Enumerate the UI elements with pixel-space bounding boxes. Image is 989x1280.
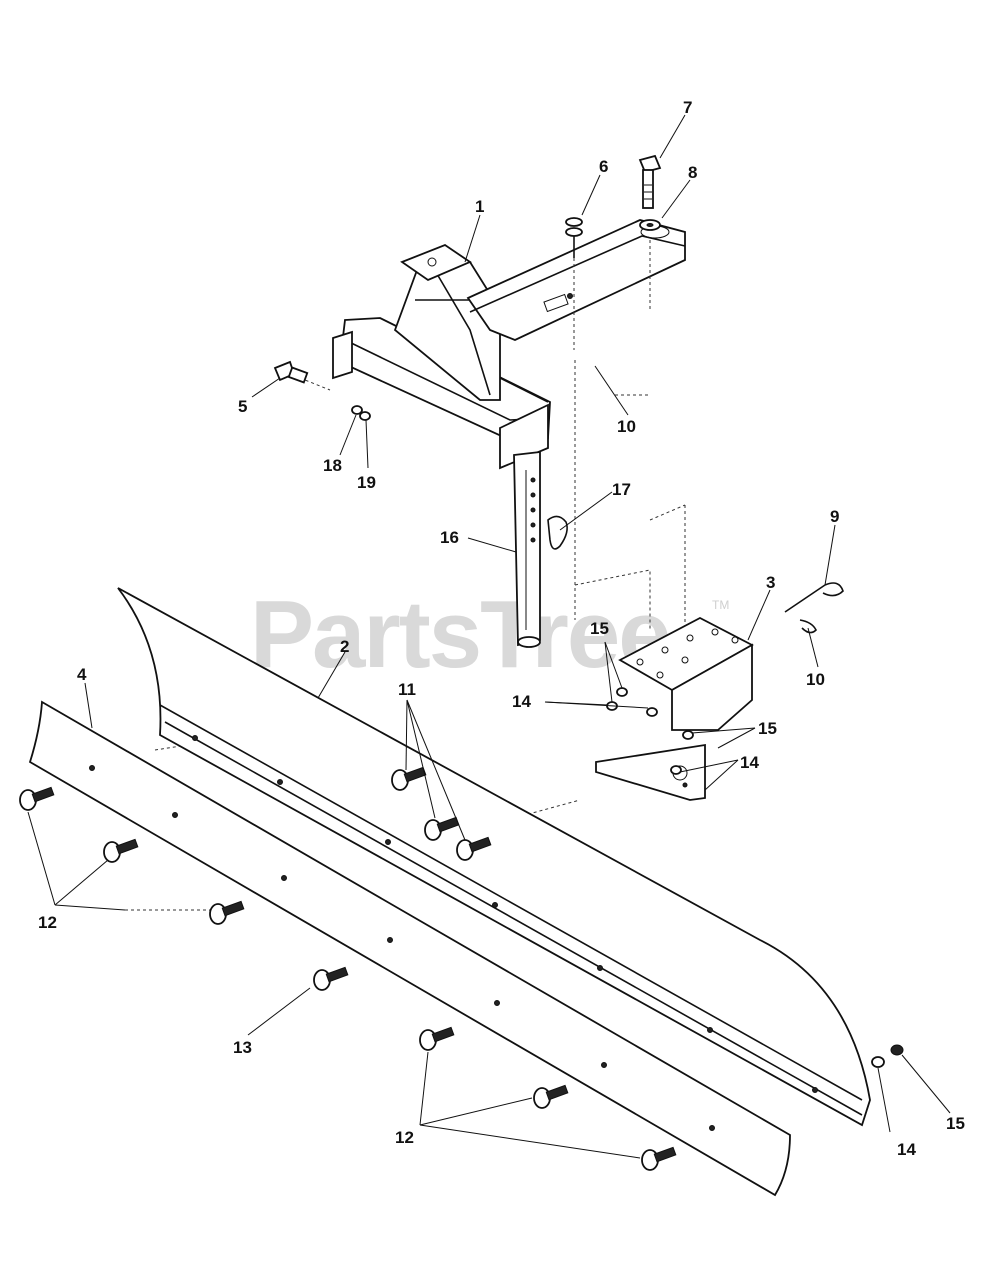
callout-14-left: 14 — [512, 692, 531, 711]
callout-14-bottom: 14 — [897, 1140, 916, 1159]
adjust-bar — [513, 450, 568, 648]
callout-7: 7 — [683, 98, 692, 117]
cutting-edge — [28, 700, 791, 1197]
callout-10-upper: 10 — [617, 417, 636, 436]
callout-2: 2 — [340, 637, 349, 656]
callout-15-right: 15 — [758, 719, 777, 738]
callout-11: 11 — [398, 680, 416, 699]
callout-19: 19 — [357, 473, 376, 492]
callout-12-bottom: 12 — [395, 1128, 414, 1147]
callout-6: 6 — [599, 157, 608, 176]
callout-12-left: 12 — [38, 913, 57, 932]
callout-17: 17 — [612, 480, 631, 499]
callout-4: 4 — [77, 665, 87, 684]
trademark-mark: TM — [712, 598, 730, 612]
pivot-bracket — [595, 616, 754, 801]
pin-hardware — [784, 582, 844, 634]
callout-15-bottom: 15 — [946, 1114, 965, 1133]
callout-labels: 1 2 3 4 5 6 7 8 9 10 10 11 12 12 13 14 1… — [38, 98, 965, 1159]
top-hardware — [565, 154, 662, 258]
callout-9: 9 — [830, 507, 839, 526]
callout-14-right: 14 — [740, 753, 759, 772]
callout-18: 18 — [323, 456, 342, 475]
callout-5: 5 — [238, 397, 247, 416]
leader-lines — [27, 114, 951, 1159]
callout-3: 3 — [766, 573, 775, 592]
callout-15-top: 15 — [590, 619, 609, 638]
callout-10-lower: 10 — [806, 670, 825, 689]
carriage-bolts — [19, 766, 677, 1171]
callout-16: 16 — [440, 528, 459, 547]
callout-13: 13 — [233, 1038, 252, 1057]
partstree-watermark: PartsTree — [250, 581, 672, 688]
moldboard — [117, 587, 871, 1127]
callout-8: 8 — [688, 163, 697, 182]
callout-1: 1 — [475, 197, 484, 216]
side-hardware — [273, 360, 371, 421]
